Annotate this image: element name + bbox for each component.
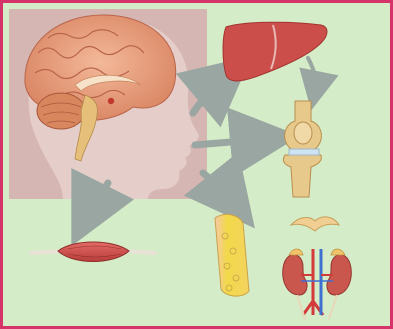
- knee-illustration: [283, 101, 321, 197]
- adrenal-left-icon: [289, 249, 303, 255]
- knee-cartilage: [289, 149, 319, 155]
- fat-tissue-icon: [215, 214, 249, 296]
- head-illustration: [25, 15, 199, 199]
- patella-icon: [294, 122, 312, 144]
- kidneys-illustration: [283, 249, 352, 319]
- adipose-illustration: [215, 214, 249, 296]
- adrenal-right-icon: [331, 249, 345, 255]
- arrow-to-liver: [193, 78, 225, 113]
- endocrine-diagram-canvas: [3, 3, 393, 329]
- muscle-icon: [58, 242, 129, 262]
- pituitary-gland: [108, 98, 114, 104]
- muscle-illustration: [31, 242, 155, 262]
- pancreas-icon: [291, 217, 339, 231]
- arrow-to-fat: [203, 173, 233, 201]
- liver-illustration: [223, 22, 327, 81]
- tibia-icon: [283, 155, 321, 197]
- cerebellum: [37, 93, 85, 129]
- arrow-to-knee: [195, 139, 265, 145]
- arrow-liver-to-knee: [308, 58, 316, 91]
